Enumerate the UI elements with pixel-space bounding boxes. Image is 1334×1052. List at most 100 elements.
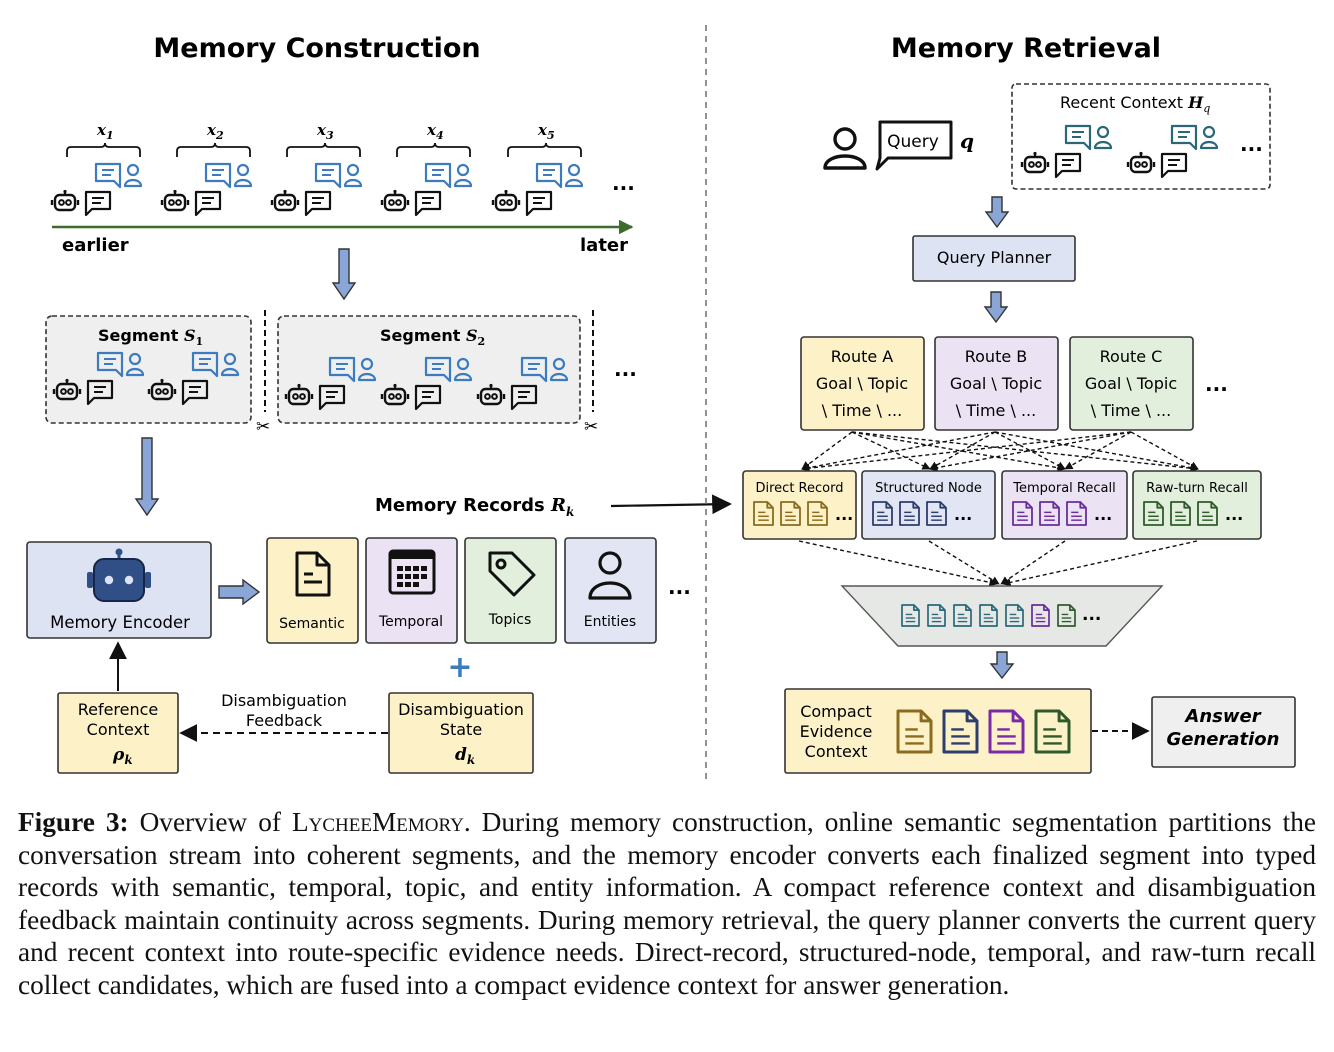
recall-doc-icon — [926, 501, 947, 526]
caption-label: Figure 3: — [18, 807, 129, 837]
recall-doc-icon — [780, 501, 801, 526]
recall-doc-icon — [807, 501, 828, 526]
funnel-doc-icon — [901, 604, 920, 627]
turn-2-icons — [162, 164, 251, 215]
conversation-stream — [52, 164, 582, 215]
tag-icon — [488, 551, 536, 597]
route-a-title: Route A — [831, 347, 894, 366]
route-a: Route A Goal \ Topic \ Time \ ... — [800, 336, 925, 431]
answer-line-2: Generation — [1167, 729, 1280, 750]
recall-box-3: Temporal Recall... — [1001, 470, 1128, 540]
route-a-line-1: Goal \ Topic — [816, 374, 908, 393]
user-icon — [588, 551, 632, 600]
compact-doc-icon — [896, 709, 933, 754]
arrow-records-to-recall — [610, 494, 732, 515]
route-to-recall-arrows — [801, 431, 1199, 473]
record-topics-label: Topics — [488, 612, 532, 628]
funnel-documents — [901, 604, 1076, 627]
funnel-doc-icon — [1005, 604, 1024, 627]
calendar-icon — [388, 549, 436, 595]
record-entities-label: Entities — [584, 614, 636, 630]
record-temporal-label: Temporal — [378, 614, 443, 630]
recall-doc-icon — [1066, 501, 1087, 526]
recent-context-box — [1011, 83, 1271, 190]
overview-diagram: Memory Construction x1 x2 x3 x4 x5 ... e… — [26, 25, 1296, 780]
axis-end-label: later — [580, 235, 628, 256]
recall-box-2: Structured Node... — [861, 470, 996, 540]
answer-line-1: Answer — [1183, 706, 1261, 727]
recall-ellipsis: ... — [1094, 505, 1112, 524]
route-c-line-1: Goal \ Topic — [1085, 374, 1177, 393]
route-a-line-2: \ Time \ ... — [822, 401, 902, 420]
recall-doc-icon — [1143, 501, 1164, 526]
route-b-line-2: \ Time \ ... — [956, 401, 1036, 420]
stream-ellipsis: ... — [612, 171, 635, 195]
turn-braces — [66, 142, 582, 157]
record-semantic-label: Semantic — [279, 616, 345, 632]
answer-generation-box — [1151, 696, 1296, 768]
construction-title: Memory Construction — [153, 33, 480, 64]
recall-box-4: Raw-turn Recall... — [1132, 470, 1262, 540]
disambiguation-state-var: dk — [455, 745, 475, 767]
recall-ellipsis: ... — [954, 505, 972, 524]
route-b: Route B Goal \ Topic \ Time \ ... — [934, 336, 1059, 431]
compact-line-1: Compact — [800, 702, 872, 721]
feedback-line-2: Feedback — [246, 711, 323, 730]
reference-context-line-2: Context — [87, 720, 150, 739]
segment-1-box — [45, 315, 252, 424]
funnel-doc-icon — [953, 604, 972, 627]
recall-box-bg — [1132, 470, 1262, 540]
route-c-title: Route C — [1100, 347, 1163, 366]
compact-line-2: Evidence — [800, 722, 873, 741]
disambiguation-state-line-2: State — [440, 720, 482, 739]
segment-1-label: Segment S1 — [98, 326, 203, 348]
compact-line-3: Context — [805, 742, 868, 761]
disambiguation-state-line-1: Disambiguation — [398, 700, 524, 719]
funnel-doc-icon — [1057, 604, 1076, 627]
figure-caption: Figure 3: Overview of LycheeMemory. Duri… — [18, 806, 1316, 1002]
reference-context-line-1: Reference — [78, 700, 159, 719]
recent-context-label: Recent Context Hq — [1060, 93, 1210, 115]
query-planner-box — [912, 235, 1076, 282]
arrow-down-to-segments — [331, 248, 357, 301]
turn-label-4: x4 — [426, 121, 444, 142]
route-b-title: Route B — [965, 347, 1028, 366]
records-ellipsis: ... — [668, 575, 691, 599]
routes-ellipsis: ... — [1205, 372, 1228, 396]
fusion-funnel — [840, 585, 1164, 647]
scissors-icon-1: ✂ — [256, 417, 270, 437]
feedback-line-1: Disambiguation — [221, 691, 347, 710]
arrow-funnel-to-compact — [989, 651, 1015, 680]
funnel-doc-icon — [979, 604, 998, 627]
funnel-ellipsis: ... — [1082, 605, 1101, 625]
compact-doc-icon — [1034, 709, 1071, 754]
route-c-line-2: \ Time \ ... — [1091, 401, 1171, 420]
record-semantic-card — [266, 537, 359, 644]
recall-label: Direct Record — [756, 481, 844, 496]
recent-turn-b — [1128, 126, 1217, 177]
turn-4-icons — [382, 164, 471, 215]
record-entities-card — [564, 537, 657, 644]
turn-label-1: x1 — [96, 121, 114, 142]
caption-text: . During memory construction, online sem… — [18, 807, 1317, 1000]
query-label: Query — [887, 132, 939, 152]
arrow-context-to-planner — [984, 196, 1010, 229]
routes: Route A Goal \ Topic \ Time \ ... Route … — [800, 336, 1194, 431]
recall-box-bg — [1001, 470, 1128, 540]
reference-context-box — [57, 692, 179, 774]
route-c: Route C Goal \ Topic \ Time \ ... — [1069, 336, 1194, 431]
recall-doc-icon — [753, 501, 774, 526]
scissors-icon-2: ✂ — [584, 417, 598, 437]
recall-label: Structured Node — [875, 481, 982, 496]
recall-label: Raw-turn Recall — [1146, 481, 1248, 496]
recall-box-bg — [861, 470, 996, 540]
turn-1-icons — [52, 164, 141, 215]
recall-ellipsis: ... — [835, 505, 853, 524]
route-b-line-1: Goal \ Topic — [950, 374, 1042, 393]
recall-doc-icon — [1170, 501, 1191, 526]
query-bubble — [875, 120, 953, 171]
memory-records-label: Memory Records Rk — [375, 495, 574, 519]
plus-icon: + — [447, 650, 472, 685]
recent-turn-a — [1022, 126, 1111, 177]
recall-to-funnel-arrows — [798, 540, 1198, 587]
